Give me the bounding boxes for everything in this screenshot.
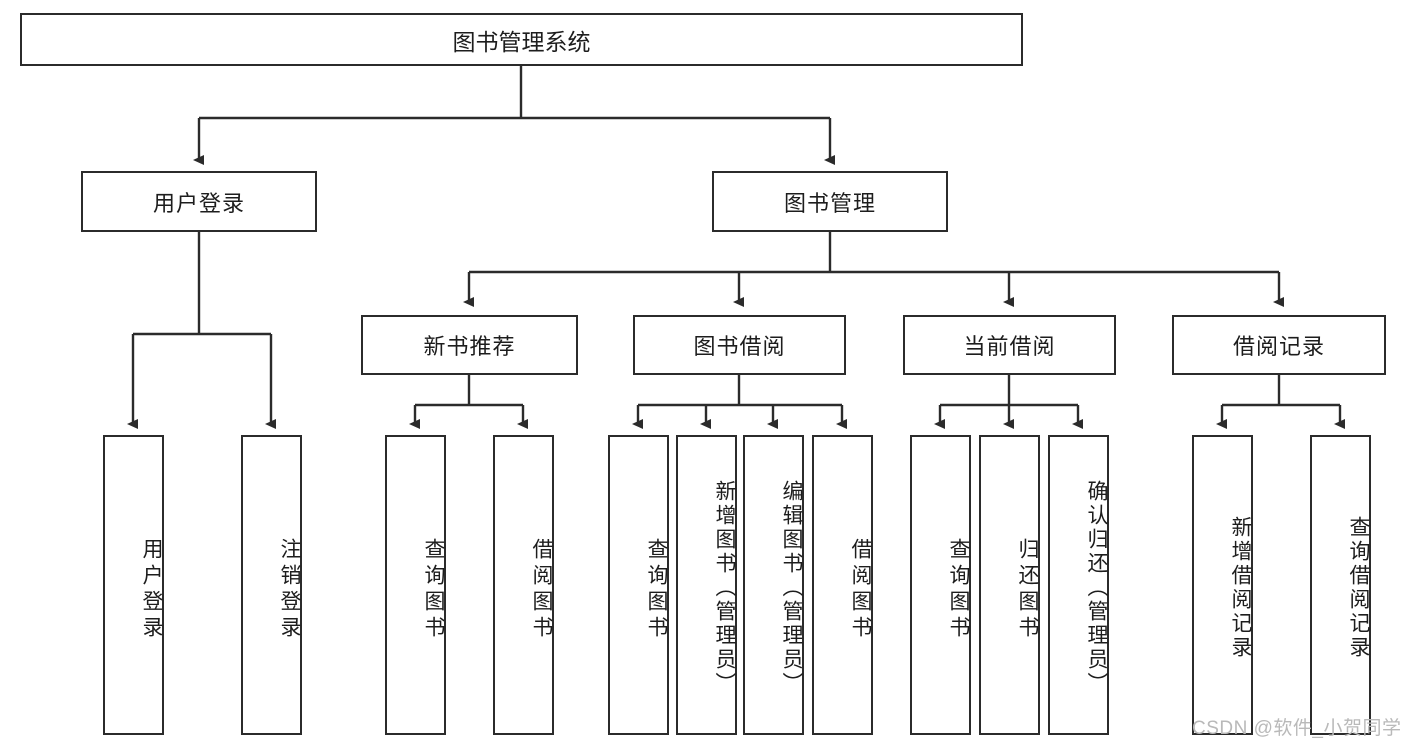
leaf-add-book-admin[interactable]: 新增图书（管理员） bbox=[676, 435, 737, 735]
node-label: 用户登录 bbox=[152, 190, 245, 216]
leaf-return-book[interactable]: 归还图书 bbox=[979, 435, 1040, 735]
leaf-borrow-book-1[interactable]: 借阅图书 bbox=[493, 435, 554, 735]
node-label: 注销登录 bbox=[278, 538, 301, 642]
leaf-edit-book-admin[interactable]: 编辑图书（管理员） bbox=[743, 435, 804, 735]
node-label: 借阅图书 bbox=[849, 538, 872, 642]
node-label: 查询图书 bbox=[947, 538, 970, 642]
node-label: 借阅图书 bbox=[530, 538, 553, 642]
node-label: 新增图书（管理员） bbox=[713, 480, 736, 696]
node-label: 查询借阅记录 bbox=[1347, 516, 1370, 660]
leaf-query-book-1[interactable]: 查询图书 bbox=[385, 435, 446, 735]
leaf-add-borrow-record[interactable]: 新增借阅记录 bbox=[1192, 435, 1253, 735]
leaf-borrow-book-2[interactable]: 借阅图书 bbox=[812, 435, 873, 735]
leaf-query-book-3[interactable]: 查询图书 bbox=[910, 435, 971, 735]
node-label: 新书推荐 bbox=[423, 334, 516, 359]
node-label: 图书借阅 bbox=[693, 334, 786, 359]
node-label: 归还图书 bbox=[1016, 538, 1039, 642]
node-book-management[interactable]: 图书管理 bbox=[712, 171, 948, 232]
node-label: 编辑图书（管理员） bbox=[780, 480, 803, 696]
node-label: 当前借阅 bbox=[963, 334, 1056, 359]
node-label: 图书管理系统 bbox=[452, 28, 591, 55]
node-label: 查询图书 bbox=[645, 538, 668, 642]
leaf-logout[interactable]: 注销登录 bbox=[241, 435, 302, 735]
node-label: 用户登录 bbox=[140, 538, 163, 642]
node-user-login[interactable]: 用户登录 bbox=[81, 171, 317, 232]
node-current-borrow[interactable]: 当前借阅 bbox=[903, 315, 1116, 375]
leaf-user-login[interactable]: 用户登录 bbox=[103, 435, 164, 735]
node-label: 确认归还（管理员） bbox=[1085, 480, 1108, 696]
node-new-book-recommend[interactable]: 新书推荐 bbox=[361, 315, 578, 375]
node-borrow-record[interactable]: 借阅记录 bbox=[1172, 315, 1386, 375]
watermark: CSDN @软件_小贺同学 bbox=[1192, 718, 1402, 739]
node-label: 查询图书 bbox=[422, 538, 445, 642]
node-label: 新增借阅记录 bbox=[1229, 516, 1252, 660]
node-root-system[interactable]: 图书管理系统 bbox=[20, 13, 1023, 66]
node-book-borrow[interactable]: 图书借阅 bbox=[633, 315, 846, 375]
node-label: 图书管理 bbox=[783, 190, 876, 216]
leaf-confirm-return-admin[interactable]: 确认归还（管理员） bbox=[1048, 435, 1109, 735]
leaf-query-borrow-record[interactable]: 查询借阅记录 bbox=[1310, 435, 1371, 735]
leaf-query-book-2[interactable]: 查询图书 bbox=[608, 435, 669, 735]
node-label: 借阅记录 bbox=[1232, 334, 1325, 359]
